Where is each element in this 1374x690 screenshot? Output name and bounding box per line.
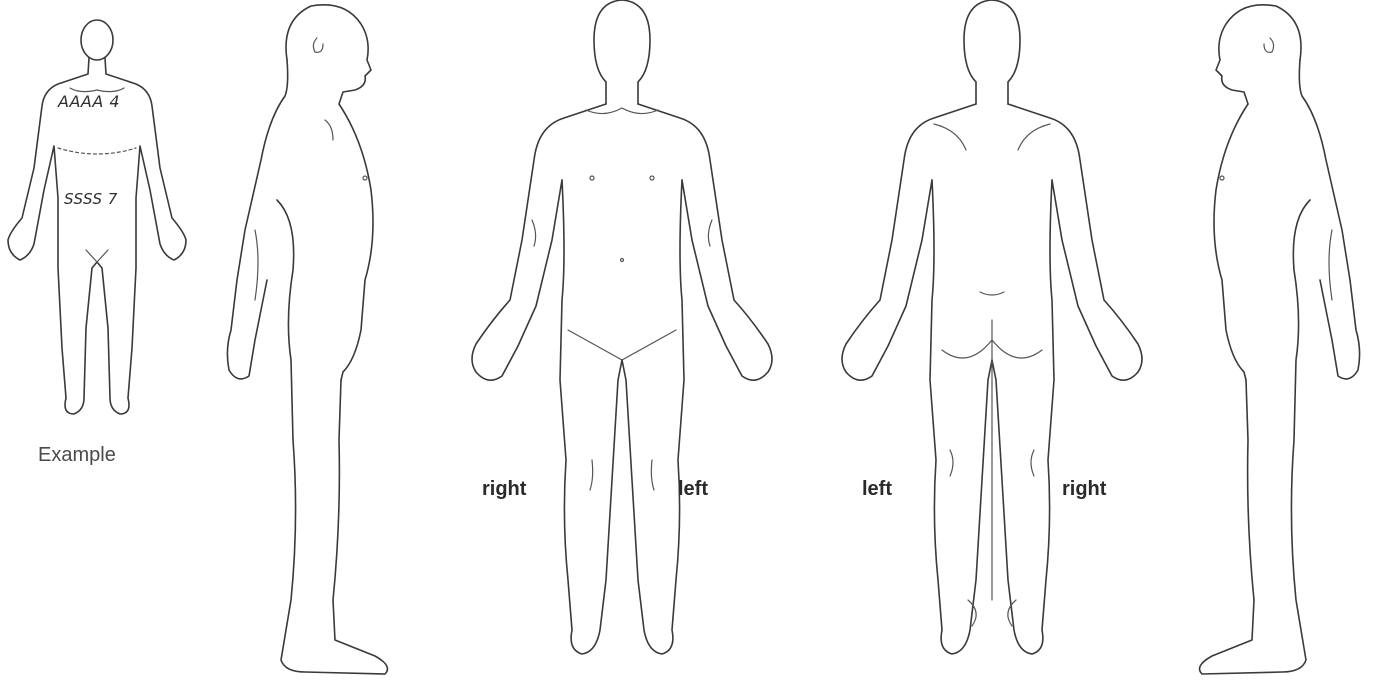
back-left-side-label: left: [862, 478, 892, 501]
front-right-side-label: right: [482, 478, 526, 501]
front-left-side-label: left: [678, 478, 708, 501]
example-annotation-lower: SSSS 7: [64, 190, 118, 208]
example-annotation-upper: AAAA 4: [58, 92, 120, 111]
back-right-side-label: right: [1062, 478, 1106, 501]
side-profile-right-figure: [215, 0, 400, 690]
front-body-figure: [462, 0, 782, 690]
example-body-figure: [0, 18, 190, 428]
example-caption: Example: [38, 444, 116, 467]
side-profile-left-figure: [1192, 0, 1374, 690]
back-body-figure: [832, 0, 1152, 690]
